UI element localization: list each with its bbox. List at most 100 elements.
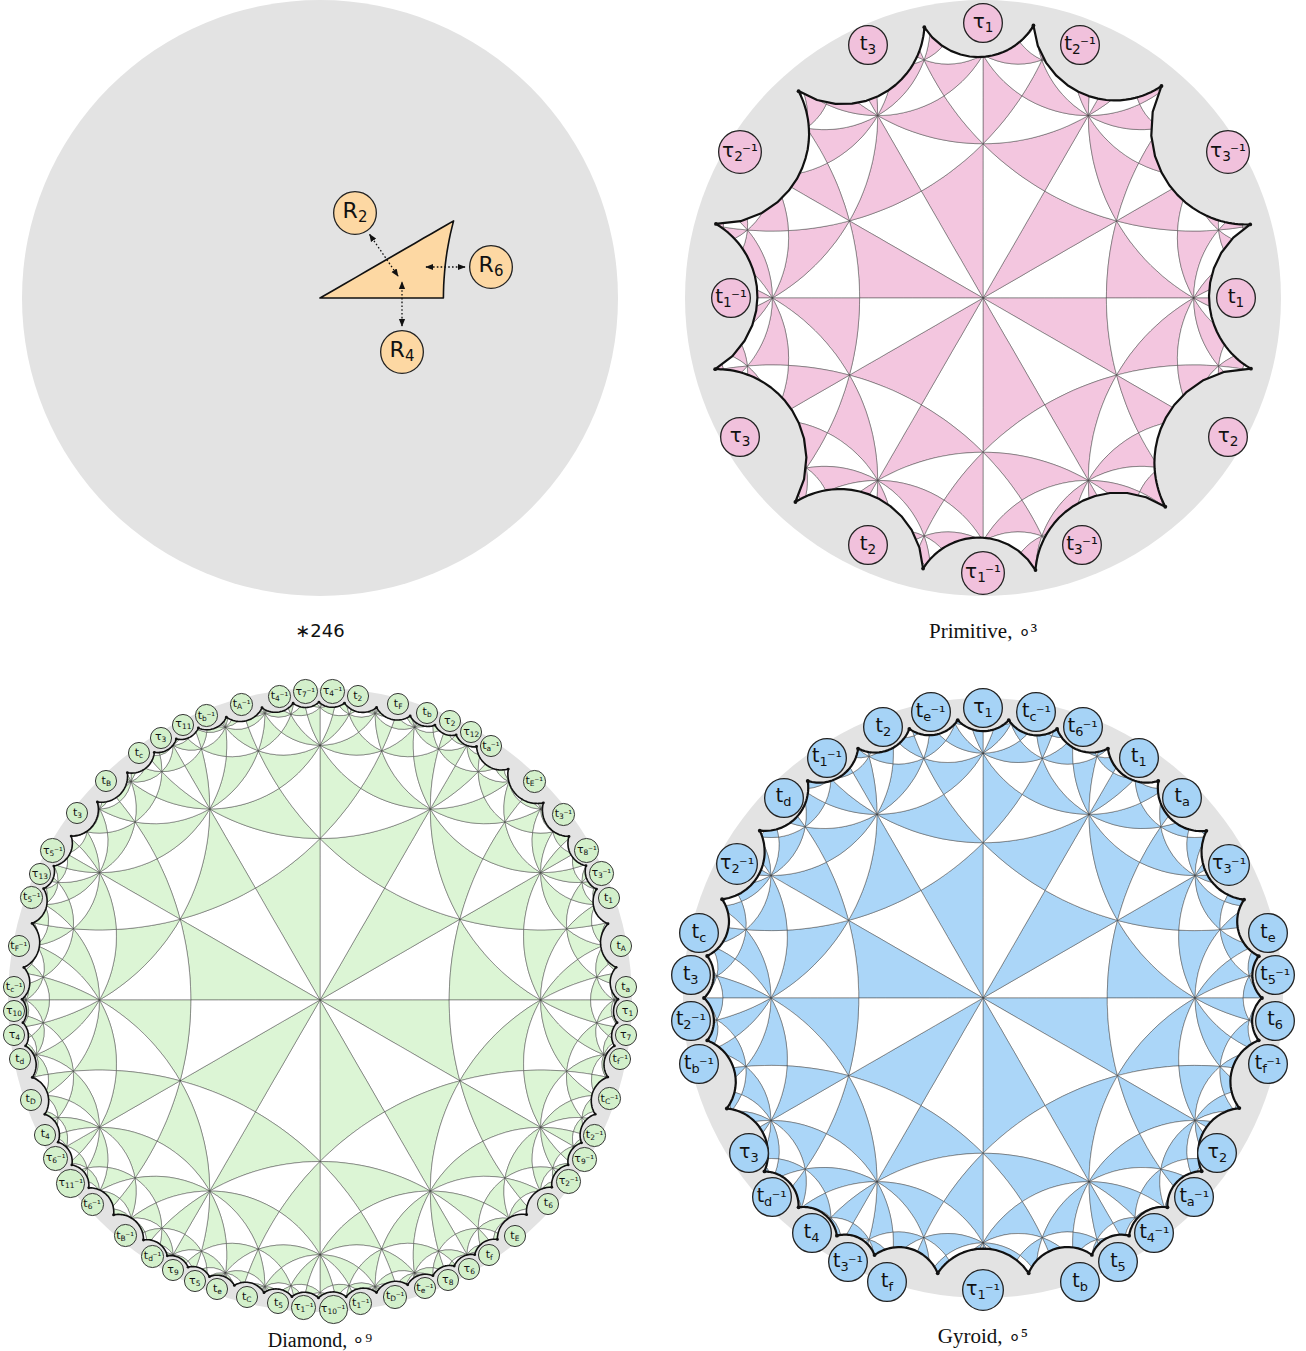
tiling-triangle — [1264, 284, 1272, 298]
tiling-triangle — [697, 344, 712, 350]
tiling-triangle — [1164, 498, 1184, 507]
tiling-triangle — [719, 168, 727, 178]
tiling-triangle — [1183, 498, 1194, 503]
tiling-triangle — [619, 964, 625, 973]
tiling-triangle — [1247, 246, 1259, 276]
tiling-triangle — [1254, 332, 1267, 350]
tiling-triangle — [478, 1228, 495, 1245]
tiling-triangle — [553, 832, 572, 847]
tiling-triangle — [1139, 128, 1194, 176]
tiling-triangle — [1109, 42, 1124, 55]
tiling-triangle — [606, 1077, 615, 1086]
tiling-triangle — [710, 369, 724, 389]
tiling-triangle — [1223, 389, 1246, 410]
tiling-triangle — [691, 290, 702, 298]
tiling-triangle — [68, 826, 76, 837]
tiling-triangle — [702, 372, 710, 380]
tiling-triangle — [881, 559, 892, 572]
tiling-triangle — [1174, 481, 1193, 498]
tiling-triangle — [1124, 541, 1133, 550]
tiling-triangle — [780, 506, 787, 513]
tiling-triangle — [1036, 20, 1056, 27]
tiling-triangle — [1246, 389, 1258, 395]
tiling-triangle — [714, 183, 722, 193]
tiling-triangle — [950, 571, 958, 586]
tiling-triangle — [1262, 272, 1271, 284]
tiling-triangle — [622, 961, 626, 966]
tiling-triangle — [885, 25, 893, 38]
tiling-triangle — [1036, 572, 1046, 582]
tiling-triangle — [15, 964, 21, 973]
tiling-triangle — [697, 320, 719, 332]
tiling-triangle — [1186, 420, 1206, 459]
tiling-triangle — [709, 372, 719, 390]
tiling-triangle — [733, 394, 773, 420]
tiling-triangle — [1088, 58, 1112, 115]
tiling-triangle — [564, 826, 572, 837]
tiling-triangle — [733, 172, 773, 186]
tiling-triangle — [750, 470, 760, 478]
tiling-triangle — [525, 1221, 533, 1225]
tiling-triangle — [878, 60, 925, 116]
tiling-triangle — [788, 507, 803, 515]
tiling-triangle — [1244, 192, 1252, 207]
tiling-triangle — [1246, 380, 1260, 389]
tiling-triangle — [1194, 176, 1234, 202]
tiling-triangle — [795, 507, 802, 521]
tiling-triangle — [1257, 379, 1264, 386]
tiling-triangle — [530, 1209, 535, 1221]
tiling-triangle — [108, 1217, 116, 1224]
tiling-triangle — [772, 494, 783, 501]
tiling-triangle — [950, 582, 959, 588]
tiling-triangle — [67, 854, 100, 873]
tiling-triangle — [1186, 137, 1206, 176]
tiling-triangle — [1136, 56, 1149, 65]
tiling-triangle — [26, 915, 34, 923]
tiling-triangle — [1124, 47, 1135, 55]
tiling-triangle — [406, 711, 415, 727]
fundamental-polygon-outline — [715, 26, 1251, 571]
tiling-triangle — [913, 14, 921, 20]
tiling-triangle — [1256, 372, 1264, 381]
tiling-triangle — [1008, 582, 1017, 588]
tiling-triangle — [1242, 413, 1250, 421]
tiling-triangle — [228, 1286, 235, 1294]
tiling-triangle — [695, 312, 704, 324]
tiling-triangle — [1183, 95, 1194, 102]
tiling-triangle — [1164, 76, 1174, 89]
tiling-triangle — [519, 769, 524, 776]
tiling-triangle — [252, 703, 265, 714]
tiling-triangle — [878, 481, 925, 537]
tiling-triangle — [1053, 14, 1058, 25]
tiling-triangle — [761, 106, 772, 115]
tiling-triangle — [833, 541, 842, 550]
polygon-vertex — [1163, 505, 1167, 509]
tiling-triangle — [769, 102, 775, 116]
tiling-triangle — [617, 959, 625, 964]
tiling-triangle — [1036, 569, 1056, 576]
tiling-triangle — [801, 507, 807, 525]
tiling-triangle — [893, 557, 915, 572]
tiling-triangle — [706, 350, 714, 372]
tiling-triangle — [910, 20, 930, 27]
tiling-triangle — [606, 915, 614, 923]
tiling-triangle — [702, 217, 710, 225]
tiling-triangle — [1183, 498, 1188, 509]
tiling-triangle — [478, 1228, 493, 1245]
tiling-triangle — [509, 1217, 525, 1225]
tiling-triangle — [890, 559, 895, 575]
tiling-triangle — [493, 1237, 504, 1246]
tiling-triangle — [1049, 571, 1056, 582]
tiling-triangle — [136, 1237, 147, 1246]
tiling-triangle — [1103, 37, 1115, 48]
tiling-triangle — [1244, 389, 1252, 404]
tiling-triangle — [926, 572, 931, 585]
tiling-triangle — [26, 908, 34, 915]
tiling-triangle — [699, 246, 712, 259]
tiling-triangle — [1124, 539, 1139, 544]
tiling-triangle — [930, 12, 940, 24]
tiling-triangle — [1164, 505, 1179, 512]
tiling-triangle — [1246, 198, 1258, 207]
tiling-triangle — [1194, 394, 1234, 420]
polygon-vertex — [1032, 24, 1036, 28]
